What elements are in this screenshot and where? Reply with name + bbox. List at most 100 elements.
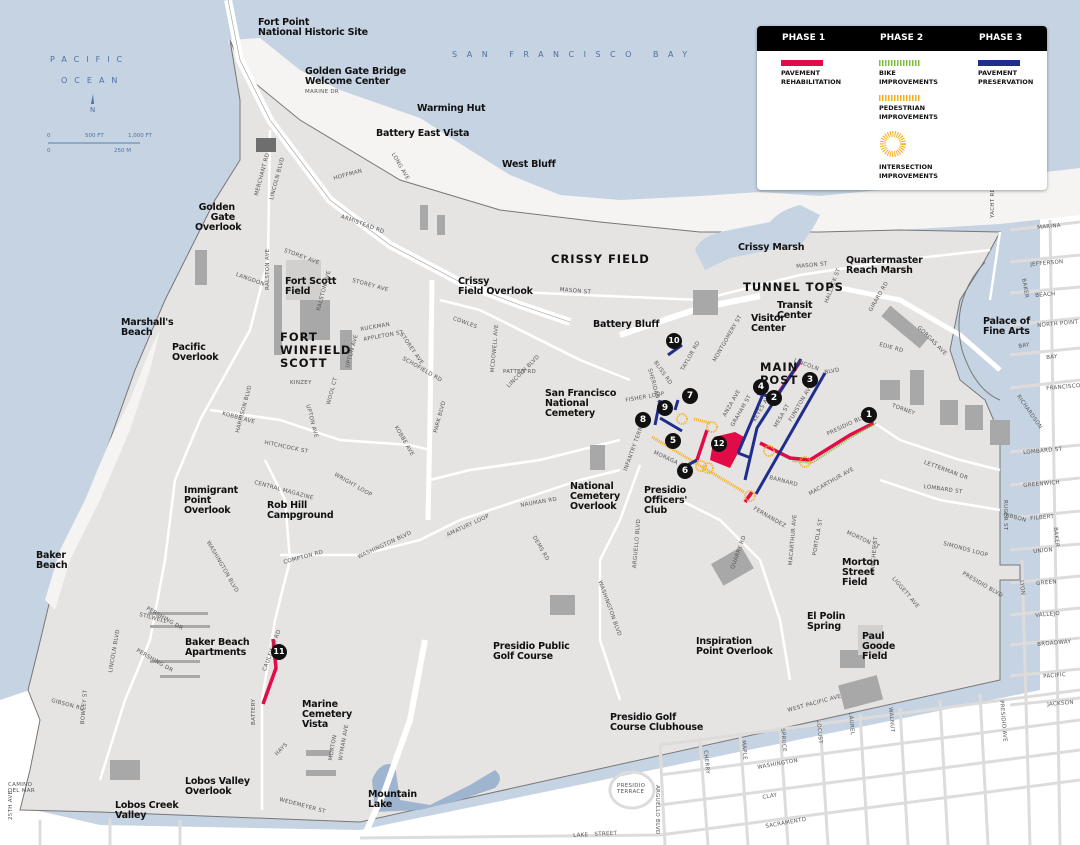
place-label-baker-beach[interactable]: Baker Beach: [36, 550, 68, 571]
project-marker-7[interactable]: 7: [682, 388, 698, 404]
pavement-preservation-segment[interactable]: [743, 358, 803, 481]
pedestrian-improvement-segment[interactable]: [693, 417, 711, 425]
intersection-improvement[interactable]: [676, 413, 688, 425]
place-label-golf-course[interactable]: Presidio Public Golf Course: [493, 641, 570, 662]
place-label-warming-hut[interactable]: Warming Hut: [417, 103, 486, 114]
bay-label: SAN FRANCISCO BAY: [452, 50, 697, 59]
pavement-rehab-swatch: [781, 60, 823, 66]
pavement-preservation-segment[interactable]: [736, 386, 768, 454]
place-label-marine-cemetery[interactable]: Marine Cemetery Vista: [302, 699, 353, 730]
phase2-pedestrian-routes[interactable]: [651, 417, 745, 494]
pavement-rehab-segment[interactable]: [695, 429, 709, 461]
place-label-fort-scott-field[interactable]: Fort Scott Field: [285, 276, 337, 297]
project-marker-6[interactable]: 6: [677, 463, 693, 479]
project-marker-10[interactable]: 10: [666, 333, 682, 349]
place-label-pacific-overlook[interactable]: Pacific Overlook: [172, 342, 219, 363]
scale-m-0: 0: [47, 148, 51, 154]
fort-scott-field-area: [286, 260, 321, 300]
legend-phase-1-header: PHASE 1: [782, 33, 826, 43]
district-label-fort-winfield-scott[interactable]: FORT WINFIELD SCOTT: [280, 330, 352, 370]
pavement-preservation-segment[interactable]: [673, 399, 680, 411]
place-label-morton-field[interactable]: Morton Street Field: [842, 557, 880, 588]
intersection-sunburst-icon: [880, 131, 906, 157]
legend-item-bike: BIKE IMPROVEMENTS: [879, 60, 938, 87]
intersection-improvement[interactable]: [744, 490, 756, 502]
project-marker-2[interactable]: 2: [766, 390, 782, 406]
intersection-improvement[interactable]: [799, 456, 811, 468]
district-label-tunnel-tops[interactable]: TUNNEL TOPS: [743, 280, 844, 294]
intersection-improvement[interactable]: [763, 445, 775, 457]
street-label: ARGUELLO BLVD: [654, 785, 660, 835]
place-label-immigrant-point[interactable]: Immigrant Point Overlook: [184, 485, 238, 516]
mountain-lake-water[interactable]: [372, 764, 500, 812]
legend-item-pavement-preservation: PAVEMENT PRESERVATION: [978, 60, 1033, 87]
bike-improvement-segment[interactable]: [791, 422, 877, 465]
place-label-golf-clubhouse[interactable]: Presidio Golf Course Clubhouse: [610, 712, 704, 733]
place-label-inspiration-pt[interactable]: Inspiration Point Overlook: [696, 636, 773, 657]
place-label-battery-east[interactable]: Battery East Vista: [376, 128, 470, 139]
place-label-mountain-lake[interactable]: Mountain Lake: [368, 789, 417, 810]
place-label-west-bluff[interactable]: West Bluff: [502, 159, 556, 170]
crissy-marsh-water[interactable]: [695, 205, 820, 270]
place-label-baker-beach-apts[interactable]: Baker Beach Apartments: [185, 637, 250, 658]
map-legend: PHASE 1 PHASE 2 PHASE 3 PAVEMENT REHABIL…: [757, 26, 1047, 190]
legend-phase-3-header: PHASE 3: [979, 33, 1023, 43]
place-label-battery-bluff[interactable]: Battery Bluff: [593, 319, 660, 330]
legend-phase-2: BIKE IMPROVEMENTS PEDESTRIAN IMPROVEMENT…: [879, 60, 938, 189]
pavement-rehab-segment[interactable]: [743, 490, 754, 504]
project-marker-1[interactable]: 1: [861, 407, 877, 423]
project-marker-5[interactable]: 5: [665, 433, 681, 449]
pavement-preservation-segment[interactable]: [737, 451, 752, 460]
district-label-crissy-field[interactable]: CRISSY FIELD: [551, 252, 650, 266]
project-marker-9[interactable]: 9: [657, 400, 673, 416]
pavement-preservation-segment[interactable]: [659, 416, 683, 433]
intersection-improvement[interactable]: [695, 460, 707, 472]
project-marker-4[interactable]: 4: [753, 379, 769, 395]
place-label-rob-hill[interactable]: Rob Hill Campground: [267, 500, 334, 521]
project-marker-11[interactable]: 11: [271, 644, 287, 660]
place-label-nat-cem-overlook[interactable]: National Cemetery Overlook: [570, 481, 621, 512]
place-label-el-polin[interactable]: El Polin Spring: [807, 611, 846, 632]
legend-label: PEDESTRIAN IMPROVEMENTS: [879, 104, 938, 121]
place-label-officers-club[interactable]: Presidio Officers' Club: [644, 485, 688, 516]
street-label: BATTERY: [251, 698, 257, 725]
place-label-fort-point[interactable]: Fort Point National Historic Site: [258, 17, 368, 38]
street-label: RALSTON AVE: [265, 248, 271, 290]
place-label-transit-center[interactable]: Transit Center: [777, 300, 813, 321]
place-label-crissy-overlook[interactable]: Crissy Field Overlook: [458, 276, 533, 297]
legend-header: PHASE 1 PHASE 2 PHASE 3: [757, 26, 1047, 51]
place-label-sf-nat-cemetery[interactable]: San Francisco National Cemetery: [545, 388, 617, 419]
district-label-main-post[interactable]: MAIN POST: [760, 360, 799, 387]
project-marker-8[interactable]: 8: [635, 412, 651, 428]
place-label-visitor-center[interactable]: Visitor Center: [751, 313, 786, 334]
place-label-gg-overlook[interactable]: Golden Gate Overlook: [195, 202, 242, 233]
scale-ft-0: 0: [47, 133, 51, 139]
pavement-preservation-segment[interactable]: [754, 372, 827, 495]
street-label: KINZEY: [290, 380, 312, 386]
scale-m-250: 250 M: [114, 148, 131, 154]
roads: [98, 129, 1002, 810]
place-label-crissy-marsh[interactable]: Crissy Marsh: [738, 242, 805, 253]
place-label-lobos-creek[interactable]: Lobos Creek Valley: [115, 800, 179, 821]
presidio-terrace-ring: [608, 770, 656, 810]
intersection-improvement[interactable]: [706, 421, 718, 433]
legend-label: PAVEMENT REHABILITATION: [781, 69, 842, 86]
legend-phase-1: PAVEMENT REHABILITATION: [781, 60, 841, 95]
place-label-lobos-valley[interactable]: Lobos Valley Overlook: [185, 776, 250, 797]
project-marker-3[interactable]: 3: [802, 372, 818, 388]
phase2-bike-routes[interactable]: [791, 422, 877, 465]
scale-ft-1000: 1,000 FT: [128, 133, 152, 139]
freeway-edge: [227, 0, 571, 323]
intersection-improvement[interactable]: [702, 462, 714, 474]
place-label-paul-goode[interactable]: Paul Goode Field: [862, 631, 896, 662]
place-label-palace-fine-arts[interactable]: Palace of Fine Arts: [983, 316, 1031, 337]
place-label-gg-welcome[interactable]: Golden Gate Bridge Welcome Center: [305, 66, 407, 87]
street-label: 25TH AVE: [8, 790, 14, 820]
legend-item-pedestrian: PEDESTRIAN IMPROVEMENTS: [879, 95, 938, 122]
place-label-marshalls-beach[interactable]: Marshall's Beach: [121, 317, 174, 338]
project-marker-12[interactable]: 12: [711, 436, 727, 452]
place-label-quartermaster[interactable]: Quartermaster Reach Marsh: [846, 255, 923, 276]
street-label: YACHT RD: [990, 187, 996, 218]
park-presidio-blvd: [425, 279, 435, 521]
intersection-improvements[interactable]: [676, 413, 811, 502]
